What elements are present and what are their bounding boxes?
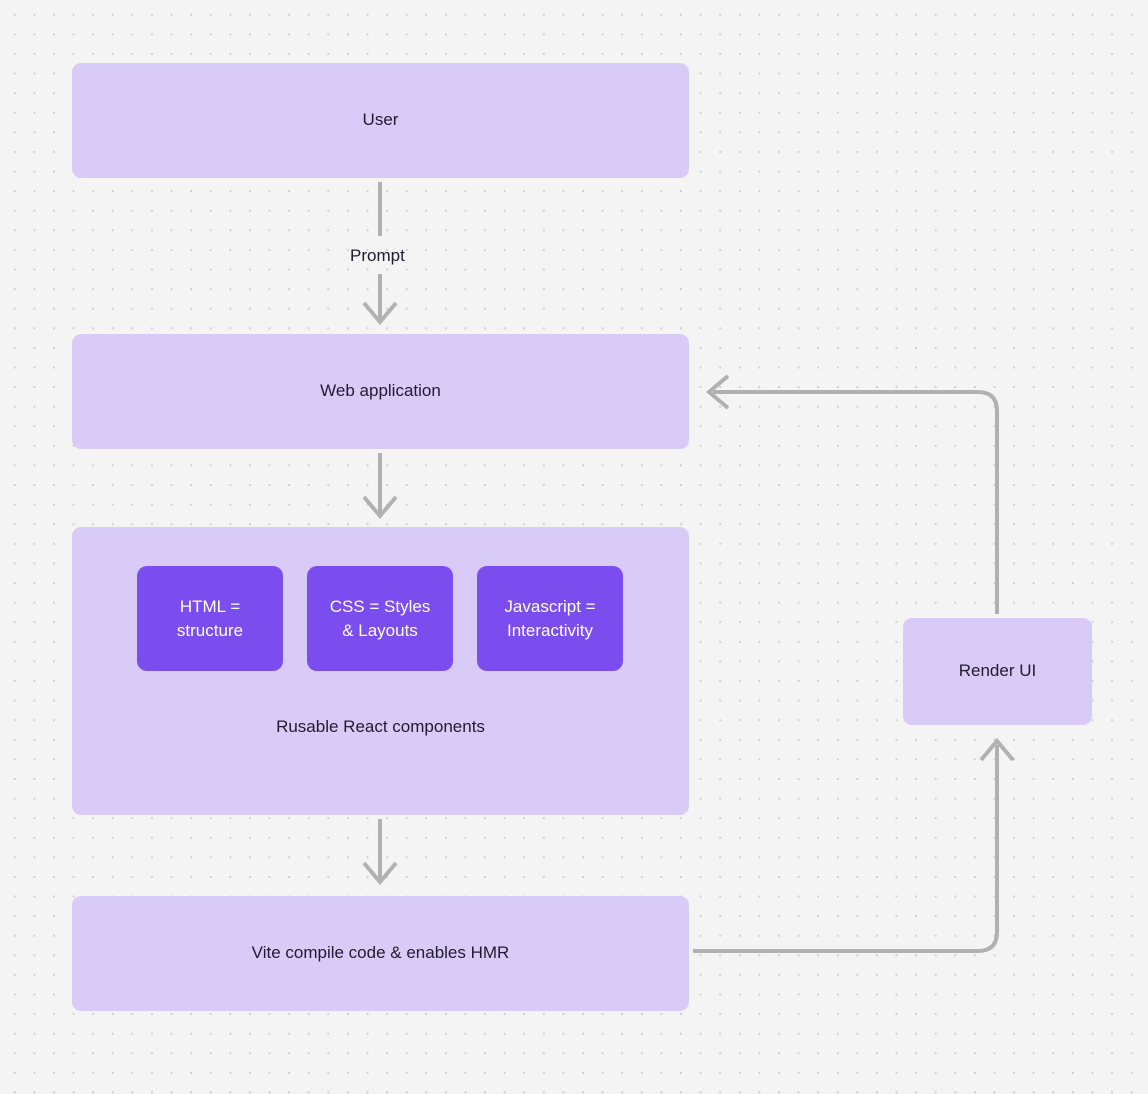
edge-vite-to-render-line xyxy=(693,745,999,953)
edge-label-prompt: Prompt xyxy=(350,246,405,265)
node-vite[interactable]: Vite compile code & enables HMR xyxy=(72,896,689,1011)
node-react-components-group[interactable]: HTML = structure CSS = Styles & Layouts … xyxy=(72,527,689,815)
chip-html-line1: HTML = xyxy=(179,597,241,617)
chip-javascript[interactable]: Javascript = Interactivity xyxy=(477,566,623,671)
node-render-ui[interactable]: Render UI xyxy=(903,618,1092,725)
react-group-caption: Rusable React components xyxy=(276,717,485,736)
chip-html-line2: structure xyxy=(176,620,244,640)
node-vite-label: Vite compile code & enables HMR xyxy=(251,943,510,963)
edge-render-to-webapp-arrowhead xyxy=(705,374,730,410)
node-web-application[interactable]: Web application xyxy=(72,334,689,449)
chip-html-label: HTML = structure xyxy=(177,595,243,642)
chip-html[interactable]: HTML = structure xyxy=(137,566,283,671)
edge-prompt-to-webapp-arrowhead xyxy=(362,301,398,326)
edge-vite-to-render-arrowhead xyxy=(979,737,1015,762)
chip-javascript-line1: Javascript = xyxy=(504,597,596,617)
chip-javascript-line2: Interactivity xyxy=(507,620,593,640)
edge-webapp-to-react-arrowhead xyxy=(362,495,398,520)
node-web-application-label: Web application xyxy=(320,381,441,401)
node-user-label: User xyxy=(362,110,399,130)
node-render-ui-label: Render UI xyxy=(958,661,1037,681)
chip-javascript-label: Javascript = Interactivity xyxy=(504,595,595,642)
chip-css-line2: & Layouts xyxy=(342,620,418,640)
node-user[interactable]: User xyxy=(72,63,689,178)
chip-css-label: CSS = Styles & Layouts xyxy=(330,595,431,642)
edge-react-to-vite-arrowhead xyxy=(362,861,398,886)
chip-css-line1: CSS = Styles xyxy=(329,597,431,617)
chip-css[interactable]: CSS = Styles & Layouts xyxy=(307,566,453,671)
edge-render-to-webapp-line xyxy=(713,390,999,614)
